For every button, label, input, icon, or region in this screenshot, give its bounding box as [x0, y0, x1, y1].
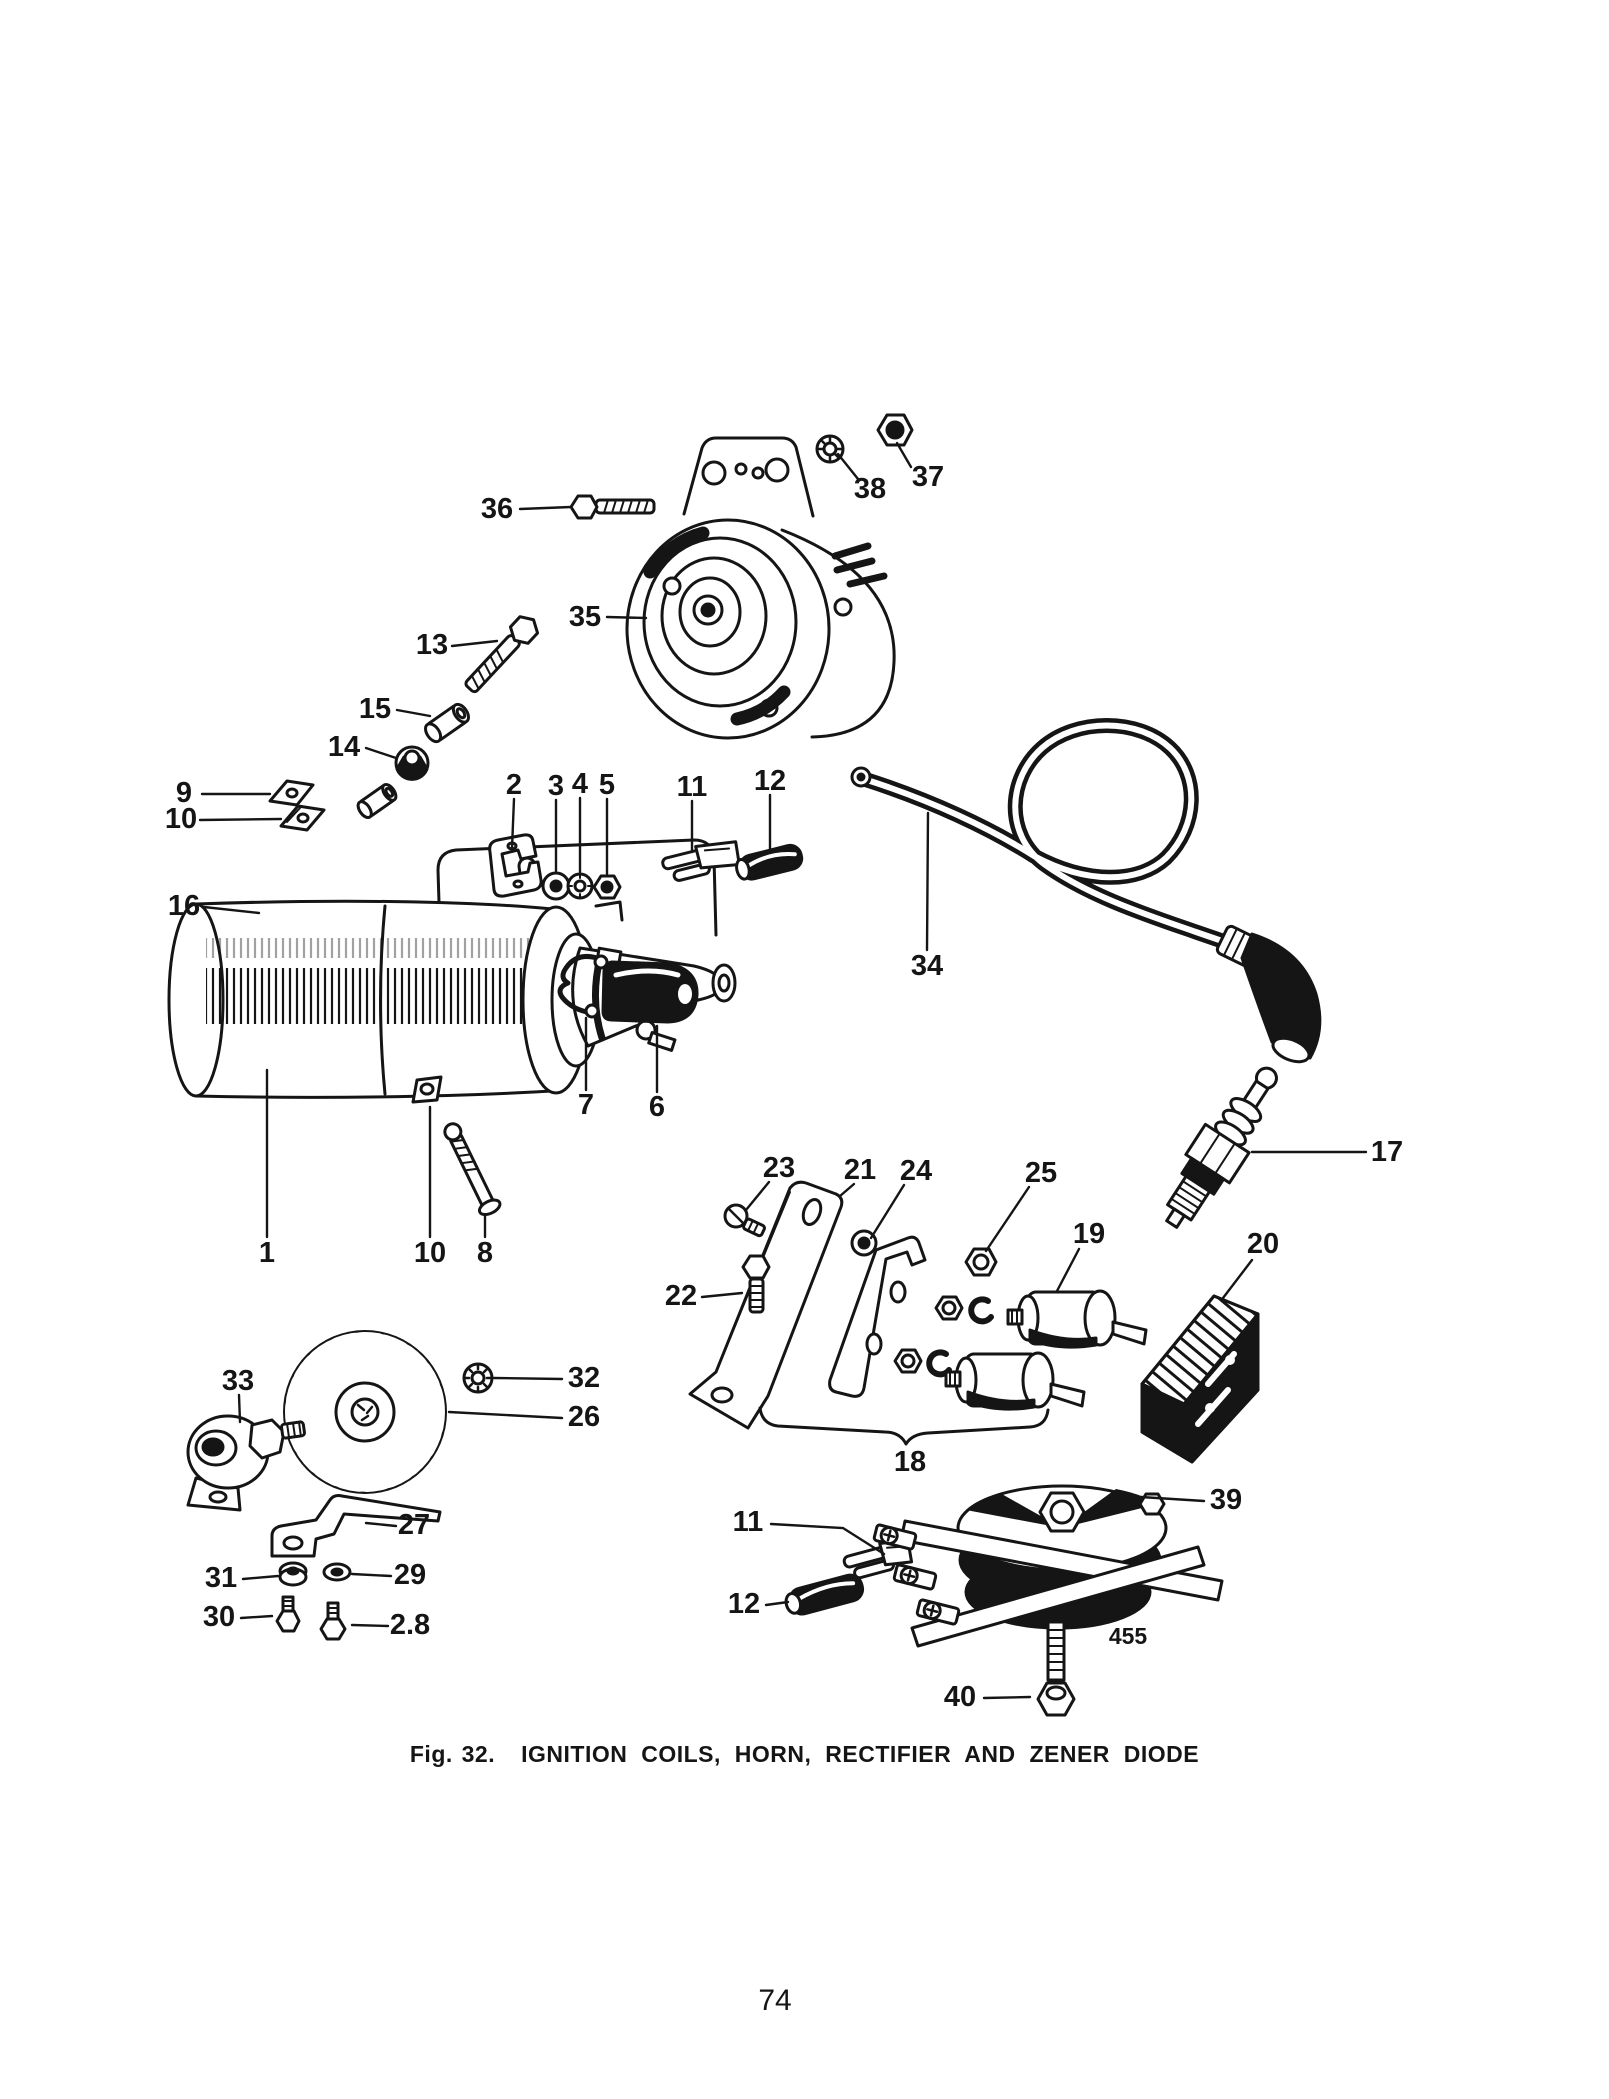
grommet-drawing	[394, 745, 430, 781]
rectifier-drawing	[1140, 1294, 1260, 1464]
figure-caption: Fig. 32. IGNITION COILS, HORN, RECTIFIER …	[0, 1741, 1609, 1768]
callout-34: 34	[911, 950, 943, 982]
callout-37: 37	[912, 461, 944, 493]
callout-10-lower: 10	[414, 1237, 446, 1269]
clip-9-drawing	[268, 779, 315, 807]
fan-disc-drawing	[283, 1330, 447, 1494]
callout-32: 32	[568, 1362, 600, 1394]
bracket-27-drawing	[270, 1494, 442, 1558]
condenser-hardware-lower	[893, 1348, 952, 1378]
horn-bolt-drawing	[569, 494, 656, 520]
callout-13: 13	[416, 629, 448, 661]
callout-7: 7	[578, 1089, 594, 1121]
drawing-number: 455	[1109, 1623, 1148, 1649]
callout-10-upper: 10	[165, 803, 197, 835]
callout-28: 2.8	[390, 1609, 430, 1641]
callout-15: 15	[359, 693, 391, 725]
spacer-drawing	[424, 702, 470, 744]
callout-3: 3	[548, 770, 564, 802]
callout-23: 23	[763, 1152, 795, 1184]
lock-washer-drawing	[815, 434, 845, 464]
nut-40-drawing	[1036, 1681, 1076, 1717]
callout-25: 25	[1025, 1157, 1057, 1189]
leader-lines	[198, 441, 1368, 1700]
callout-2: 2	[506, 769, 522, 801]
washer-29-drawing	[322, 1562, 352, 1582]
washer-3-drawing	[541, 871, 571, 901]
callout-27: 27	[398, 1509, 430, 1541]
clip-7-drawing	[557, 953, 609, 1019]
callout-24: 24	[900, 1155, 932, 1187]
callout-38: 38	[854, 473, 886, 505]
clip-10-upper-drawing	[279, 804, 326, 832]
callout-22: 22	[665, 1280, 697, 1312]
washer-4-drawing	[566, 872, 594, 900]
callout-8: 8	[477, 1237, 493, 1269]
horn-nut-drawing	[876, 413, 914, 447]
nut-25-drawing	[964, 1247, 998, 1277]
callout-30: 30	[203, 1601, 235, 1633]
coil-bolt-drawing	[464, 615, 540, 694]
bolt-22-drawing	[741, 1254, 771, 1314]
figure-caption-prefix: Fig. 32.	[409, 1741, 496, 1767]
bolt-8-drawing	[443, 1122, 502, 1217]
page-number: 74	[758, 1984, 792, 2017]
callout-39: 39	[1210, 1484, 1242, 1516]
callout-33: 33	[222, 1365, 254, 1397]
callout-21: 21	[844, 1154, 876, 1186]
cap-6-drawing	[601, 960, 699, 1024]
callout-12-lower: 12	[728, 1588, 760, 1620]
callout-26: 26	[568, 1401, 600, 1433]
locknut-32-drawing	[462, 1362, 494, 1394]
nut-5-drawing	[592, 874, 622, 900]
bolt-28-drawing	[319, 1601, 347, 1641]
condenser-19-lower-drawing	[944, 1351, 1086, 1411]
screw-23-drawing	[723, 1203, 766, 1238]
clip-10-lower-drawing	[411, 1075, 443, 1104]
callout-35: 35	[569, 601, 601, 633]
callout-19: 19	[1073, 1218, 1105, 1250]
bracket-2-drawing	[488, 833, 543, 898]
condenser-hardware-upper	[934, 1295, 994, 1325]
callout-14: 14	[328, 731, 360, 763]
sleeve-12-upper-drawing	[735, 843, 804, 881]
callout-1: 1	[259, 1237, 275, 1269]
callout-5: 5	[599, 769, 615, 801]
callout-20: 20	[1247, 1228, 1279, 1260]
bracket-21-drawing	[688, 1180, 844, 1430]
bolt-30-drawing	[275, 1595, 301, 1633]
washer-24-drawing	[850, 1229, 878, 1257]
callout-31: 31	[205, 1562, 237, 1594]
bracket-24-plate-drawing	[828, 1235, 927, 1398]
spark-plug-drawing	[1165, 1066, 1278, 1229]
zener-diode-drawing	[872, 1484, 1224, 1682]
figure-caption-title: IGNITION COILS, HORN, RECTIFIER AND ZENE…	[521, 1741, 1200, 1767]
group-18-brace	[758, 1406, 1050, 1446]
condenser-19-upper-drawing	[1006, 1289, 1148, 1349]
callout-11-lower: 11	[733, 1506, 764, 1538]
callout-11-upper: 11	[677, 771, 708, 803]
spacer2-drawing	[356, 782, 398, 820]
callout-4: 4	[572, 768, 588, 800]
callout-29: 29	[394, 1559, 426, 1591]
sleeve-12-lower-drawing	[784, 1573, 865, 1616]
washer-31-drawing	[278, 1561, 308, 1587]
callout-6: 6	[649, 1091, 665, 1123]
callout-36: 36	[481, 493, 513, 525]
callout-12-upper: 12	[754, 765, 786, 797]
callout-17: 17	[1371, 1136, 1403, 1168]
callout-9: 9	[176, 777, 192, 809]
callout-labels: 36 35 37 38 13 15 14 9 10 16 2 3 4 5 11 …	[165, 461, 1403, 1713]
callout-18: 18	[894, 1446, 926, 1478]
horn-drawing	[625, 436, 896, 740]
ht-lead-drawing	[850, 718, 1322, 1064]
callout-40: 40	[944, 1681, 976, 1713]
callout-16: 16	[168, 890, 200, 922]
terminal-33-drawing	[186, 1414, 306, 1512]
